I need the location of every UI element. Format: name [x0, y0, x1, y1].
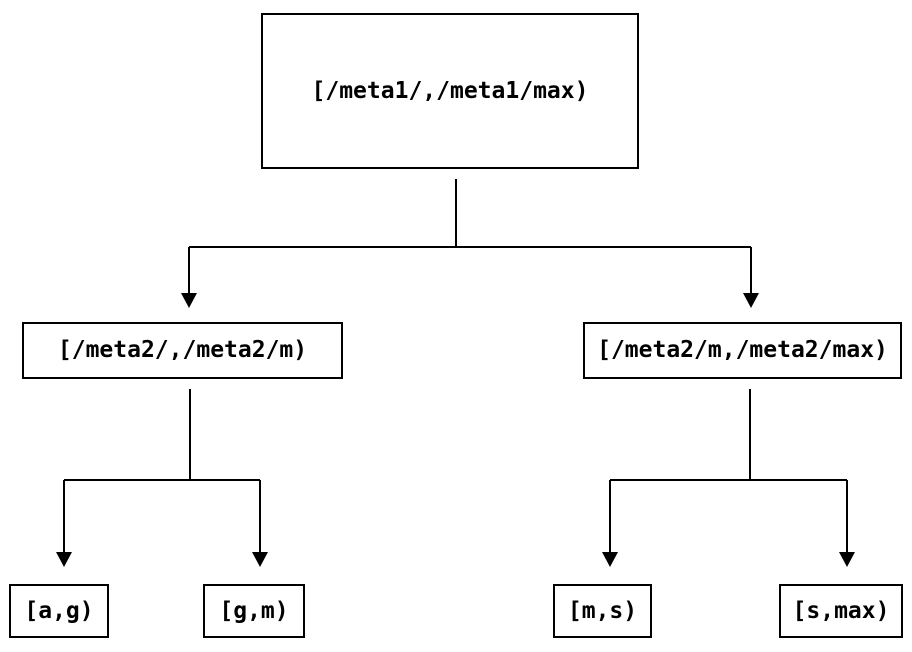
arrow-down-icon: [181, 293, 197, 308]
arrow-down-icon: [56, 552, 72, 567]
arrow-down-icon: [743, 293, 759, 308]
node-leaf-ms-label: [m,s): [567, 597, 638, 624]
edge-left-to-children: [56, 389, 268, 567]
node-leaf-ag-label: [a,g): [24, 597, 94, 624]
arrow-down-icon: [252, 552, 268, 567]
node-leaf-gm: [g,m): [203, 584, 305, 638]
edge-line: [63, 389, 261, 553]
edge-line: [188, 179, 752, 294]
edge-right-to-children: [602, 389, 855, 567]
node-leaf-gm-label: [g,m): [219, 597, 289, 624]
node-root: [/meta1/,/meta1/max): [261, 13, 639, 169]
node-leaf-smax-label: [s,max): [792, 597, 890, 624]
node-left-subrange-label: [/meta2/,/meta2/m): [57, 337, 308, 363]
node-leaf-ms: [m,s): [553, 584, 652, 638]
edge-root-to-children: [181, 179, 759, 308]
node-leaf-ag: [a,g): [9, 584, 109, 638]
arrow-down-icon: [602, 552, 618, 567]
edge-line: [609, 389, 848, 553]
node-root-label: [/meta1/,/meta1/max): [311, 77, 589, 104]
node-left-subrange: [/meta2/,/meta2/m): [22, 322, 343, 379]
node-leaf-smax: [s,max): [779, 584, 903, 638]
arrow-down-icon: [839, 552, 855, 567]
node-right-subrange-label: [/meta2/m,/meta2/max): [597, 337, 888, 363]
node-right-subrange: [/meta2/m,/meta2/max): [583, 322, 902, 379]
